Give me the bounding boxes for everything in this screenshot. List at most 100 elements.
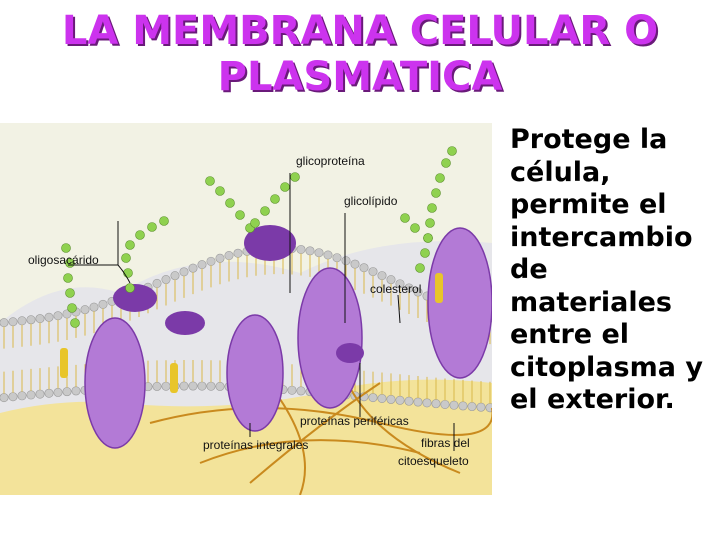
lipid-head (26, 390, 36, 400)
sugar-bead (147, 222, 157, 232)
sugar-bead (270, 194, 280, 204)
sugar-bead (290, 172, 300, 182)
lipid-head (368, 393, 378, 403)
cholesterol-molecules (60, 273, 443, 393)
label-proteinas-integrales: proteínas integrales (203, 438, 308, 452)
sugar-bead (121, 253, 131, 263)
description-line: entre el (510, 319, 630, 350)
sugar-bead (435, 173, 445, 183)
lipid-head (431, 399, 441, 409)
description-line: intercambio (510, 221, 693, 253)
sugar-bead (427, 203, 437, 213)
page-title: LA MEMBRANA CELULAR O PLASMATICA (0, 8, 720, 100)
lipid-head (350, 259, 360, 269)
description-line: permite el (510, 189, 667, 220)
sugar-bead (420, 248, 430, 258)
lipid-head (368, 267, 378, 277)
sugar-bead (447, 146, 457, 156)
sugar-bead (250, 218, 260, 228)
lipid-head (314, 248, 324, 258)
lipid-head (422, 398, 432, 408)
lipid-head (404, 396, 414, 406)
integral-protein (84, 317, 146, 449)
lipid-head (359, 263, 369, 273)
lipid-head (233, 248, 243, 258)
lipid-head (377, 271, 387, 281)
lipid-head (17, 316, 27, 326)
lipid-head (170, 271, 180, 281)
description-line: de (510, 254, 548, 285)
lipid-head (8, 392, 18, 402)
peripheral-protein (165, 311, 205, 335)
lipid-head (206, 381, 216, 391)
sugar-bead (225, 198, 235, 208)
sugar-bead (125, 283, 135, 293)
lipid-head (305, 246, 315, 256)
lipid-head (377, 394, 387, 404)
lipid-head (161, 381, 171, 391)
sugar-bead (63, 273, 73, 283)
description-line: materiales (510, 286, 672, 318)
sugar-bead (159, 216, 169, 226)
lipid-head (152, 278, 162, 288)
integral-proteins (84, 225, 492, 449)
lipid-head (296, 386, 306, 396)
lipid-head (341, 256, 351, 266)
lipid-head (386, 394, 396, 404)
lipid-head (197, 381, 207, 391)
lipid-head (449, 400, 459, 410)
lipid-head (62, 387, 72, 397)
lipid-head (161, 275, 171, 285)
lipid-head (197, 260, 207, 270)
lipid-head (296, 244, 306, 254)
sugar-bead (61, 243, 71, 253)
sugar-bead (441, 158, 451, 168)
lipid-head (323, 250, 333, 260)
lipid-head (44, 312, 54, 322)
label-colesterol: colesterol (370, 282, 421, 296)
membrane-illustration: glicoproteína glicolípido oligosacárido … (0, 123, 492, 495)
lipid-head (26, 315, 36, 325)
lipid-head (188, 263, 198, 273)
lipid-head (80, 305, 90, 315)
sugar-bead (235, 210, 245, 220)
lipid-head (440, 399, 450, 409)
lipid-head (35, 389, 45, 399)
lipid-head (0, 393, 9, 403)
lipid-head (53, 387, 63, 397)
integral-protein (427, 227, 492, 379)
lipid-head (287, 385, 297, 395)
sugar-bead (135, 230, 145, 240)
lipid-head (0, 318, 9, 328)
sugar-bead (410, 223, 420, 233)
lipid-head (188, 381, 198, 391)
sugar-bead (415, 263, 425, 273)
sugar-bead (70, 318, 80, 328)
lipid-head (35, 314, 45, 324)
sugar-bead (400, 213, 410, 223)
lipid-head (8, 317, 18, 327)
lipid-head (89, 302, 99, 312)
lipid-head (476, 402, 486, 412)
sugar-bead (205, 176, 215, 186)
peripheral-protein (336, 343, 364, 363)
sugar-bead (423, 233, 433, 243)
label-glicoproteina: glicoproteína (296, 154, 365, 168)
label-fibras-line-1: fibras del (421, 436, 470, 450)
description-line: Protege la (510, 124, 668, 155)
lipid-head (215, 253, 225, 263)
lipid-head (179, 267, 189, 277)
glycoprotein-head (113, 284, 157, 312)
description-text: Protege la célula, permite el intercambi… (510, 124, 718, 417)
lipid-head (332, 253, 342, 263)
lipid-head (179, 381, 189, 391)
lipid-head (53, 311, 63, 321)
label-oligosacarido: oligosacárido (28, 253, 99, 267)
cholesterol-molecule (170, 363, 178, 393)
lipid-head (98, 299, 108, 309)
sugar-bead (280, 182, 290, 192)
membrane-diagram: glicoproteína glicolípido oligosacárido … (0, 123, 492, 495)
label-fibras-line-2: citoesqueleto (398, 454, 469, 468)
lipid-head (467, 402, 477, 412)
lipid-head (17, 391, 27, 401)
